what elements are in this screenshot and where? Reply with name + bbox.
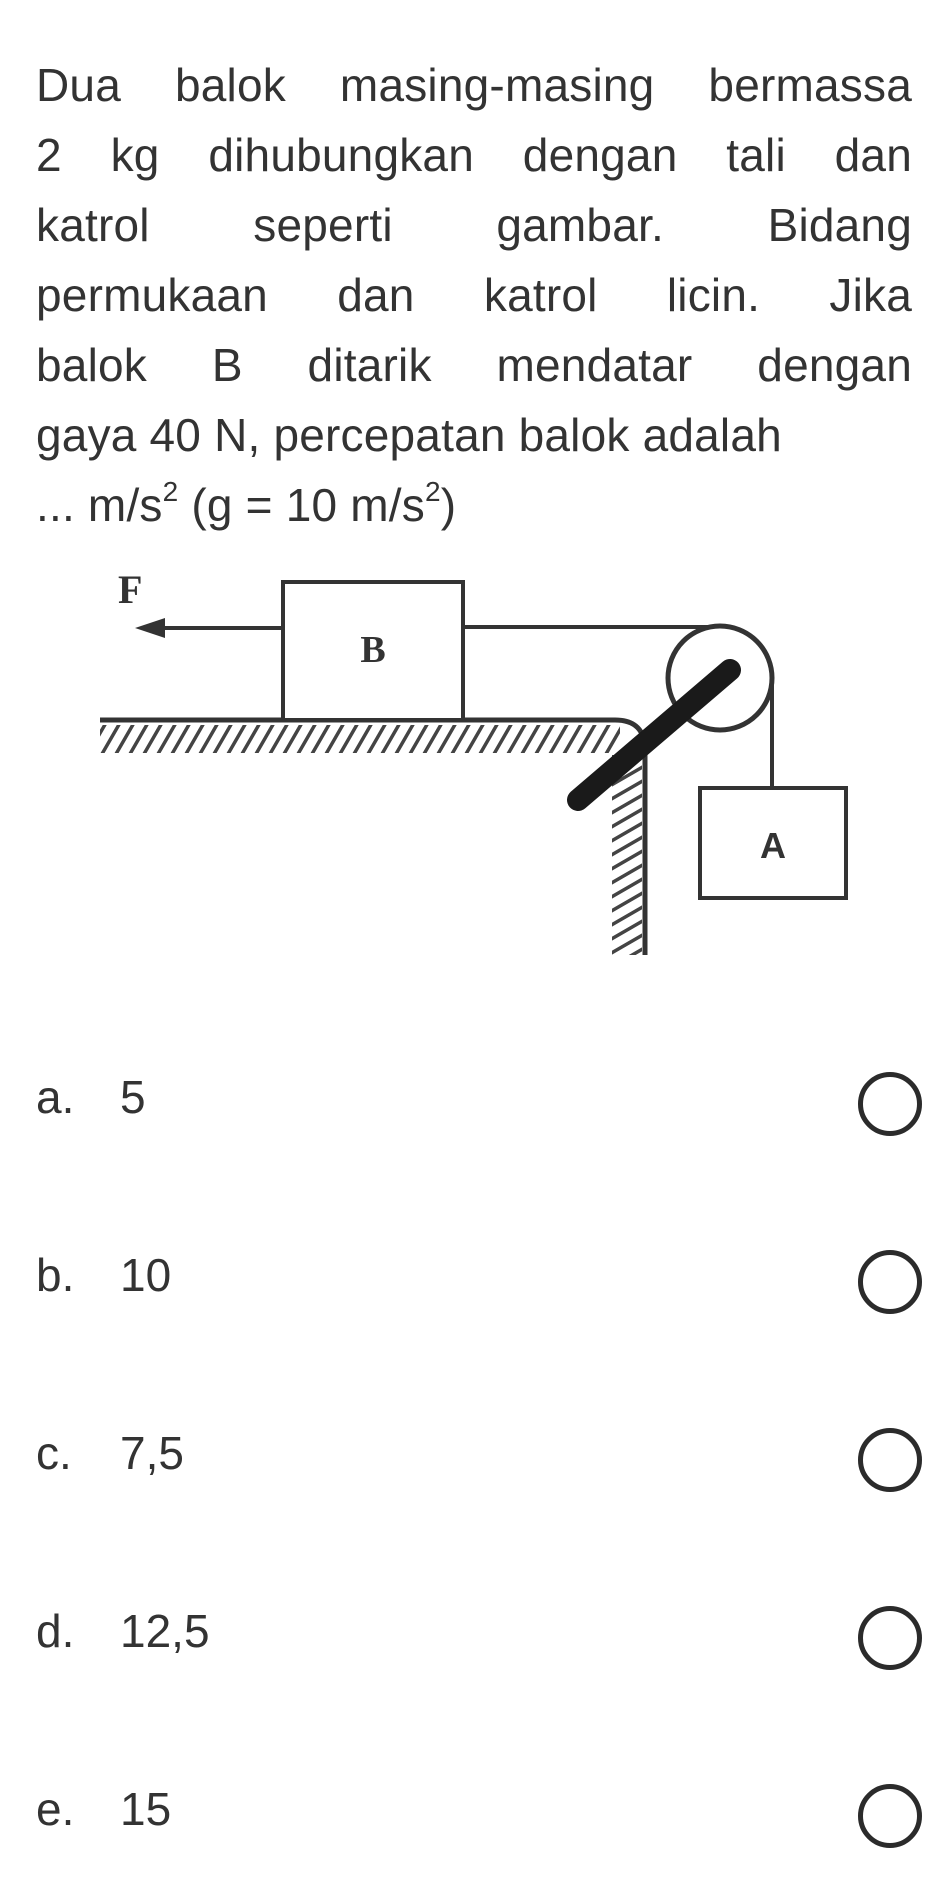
radio-button[interactable]: [858, 1606, 922, 1670]
option-letter: a.: [36, 1071, 75, 1123]
question-text: Dua balok masing-masing bermassa 2 kg di…: [36, 50, 912, 540]
radio-button[interactable]: [858, 1428, 922, 1492]
option-value: 7,5: [120, 1427, 184, 1479]
physics-diagram: B F A: [100, 567, 848, 955]
pulley-support: [567, 659, 741, 811]
wall-hatch: [612, 755, 642, 955]
formula-exponent: 2: [424, 476, 441, 507]
option-value: 12,5: [120, 1605, 210, 1657]
ground-hatch: [100, 725, 620, 753]
block-a-label: A: [760, 825, 786, 866]
formula-exponent: 2: [162, 476, 179, 507]
question-formula: ... m/s2 (g = 10 m/s2): [36, 470, 912, 540]
formula-suffix: ): [440, 479, 457, 531]
force-arrowhead: [135, 618, 165, 638]
question-line: permukaan dan katrol licin. Jika: [36, 269, 912, 321]
question-line: katrol seperti gambar. Bidang: [36, 199, 912, 251]
question-line: 2 kg dihubungkan dengan tali dan: [36, 129, 912, 181]
option-c[interactable]: c. 7,5: [0, 1386, 942, 1564]
option-d[interactable]: d. 12,5: [0, 1564, 942, 1742]
radio-button[interactable]: [858, 1250, 922, 1314]
block-a: [698, 786, 848, 900]
option-letter: d.: [36, 1605, 75, 1657]
option-value: 15: [120, 1783, 172, 1835]
block-b: [281, 580, 465, 722]
radio-button[interactable]: [858, 1784, 922, 1848]
question-line: Dua balok masing-masing bermassa: [36, 59, 912, 111]
option-e[interactable]: e. 15: [0, 1742, 942, 1903]
option-value: 5: [120, 1071, 146, 1123]
formula-prefix: ... m/s: [36, 479, 163, 531]
option-value: 10: [120, 1249, 172, 1301]
radio-button[interactable]: [858, 1072, 922, 1136]
force-label: F: [118, 567, 142, 612]
option-b[interactable]: b. 10: [0, 1208, 942, 1386]
option-letter: b.: [36, 1249, 75, 1301]
formula-mid: (g = 10 m/s: [178, 479, 425, 531]
question-line: balok B ditarik mendatar dengan: [36, 339, 912, 391]
option-letter: c.: [36, 1427, 72, 1479]
option-a[interactable]: a. 5: [0, 1030, 942, 1208]
option-letter: e.: [36, 1783, 75, 1835]
answer-options: a. 5 b. 10 c. 7,5 d. 12,5 e. 15: [0, 1030, 942, 1903]
block-b-label: B: [360, 629, 385, 671]
question-line: gaya 40 N, percepatan balok adalah: [36, 409, 782, 461]
